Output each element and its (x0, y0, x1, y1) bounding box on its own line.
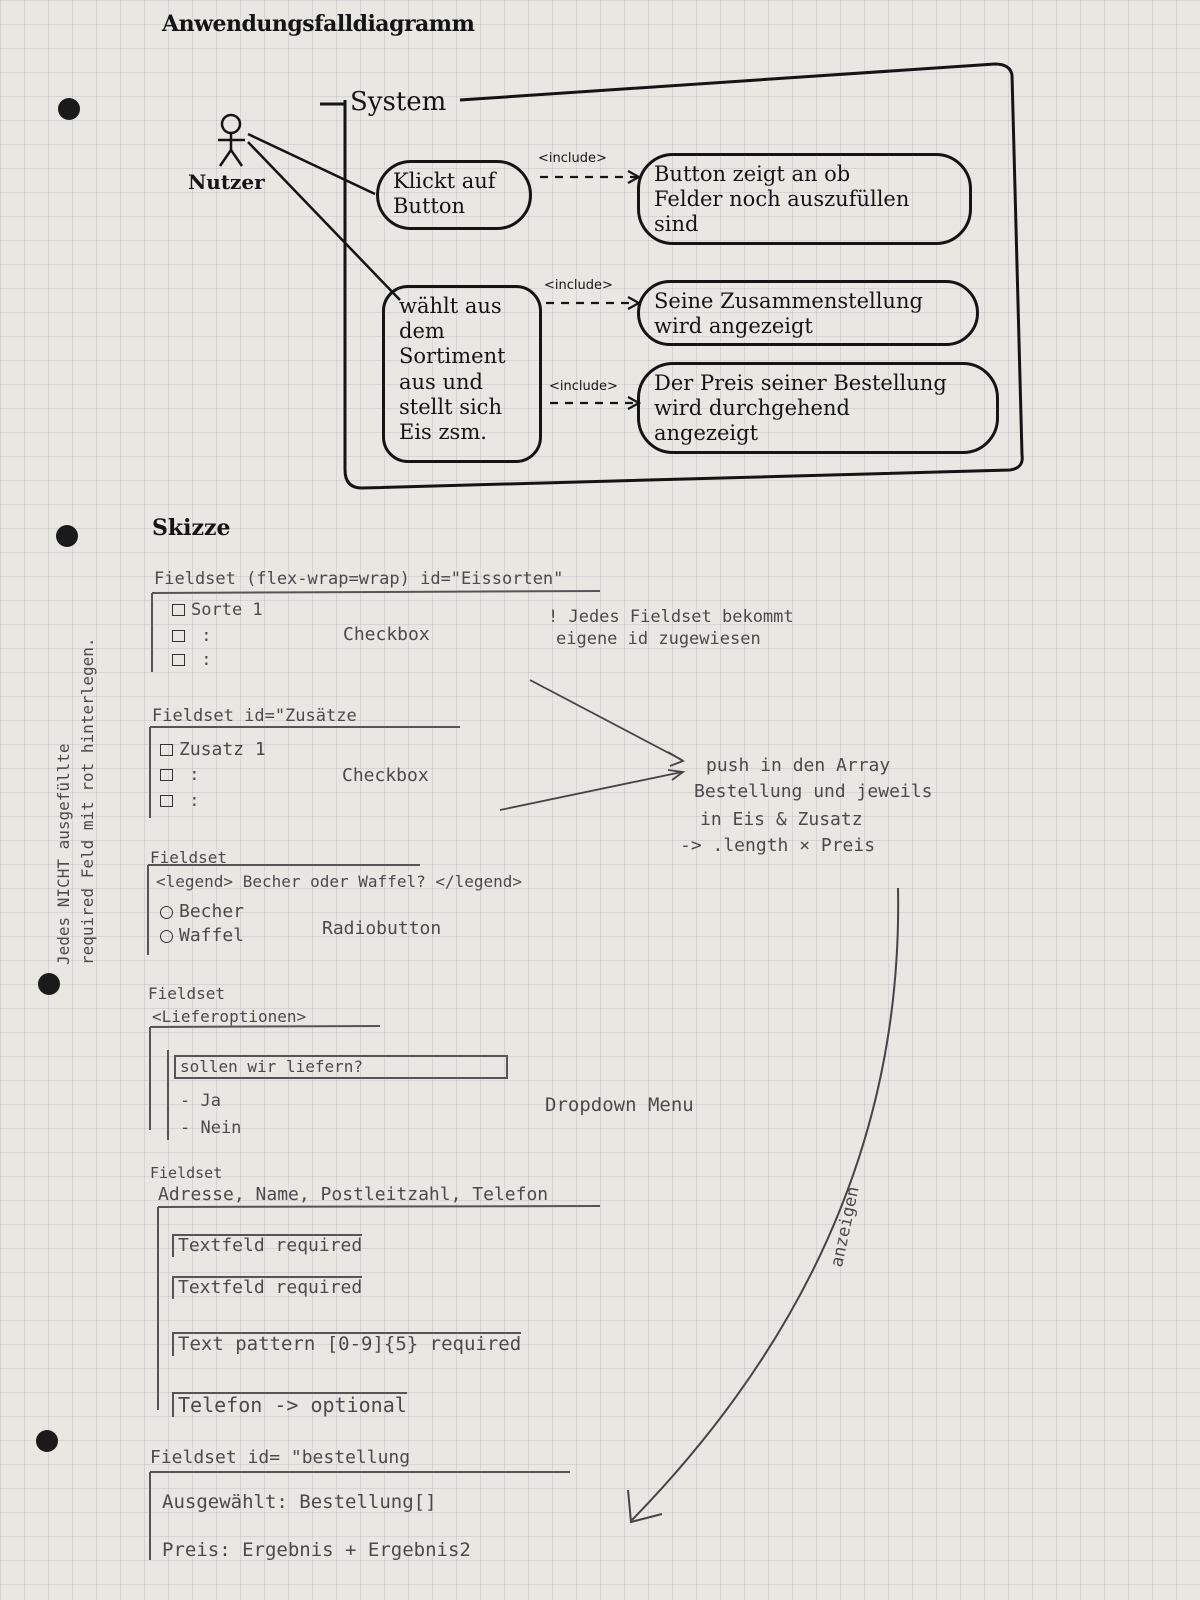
push-note-line2: Bestellung und jeweils (694, 781, 933, 802)
fieldset6-header: Fieldset id= "bestellung (150, 1447, 411, 1468)
included-use-case-button-shows-missing: Button zeigt an ob Felder noch auszufüll… (637, 153, 972, 245)
fieldset1-header: Fieldset (flex-wrap=wrap) id="Eissorten" (154, 569, 564, 589)
page-title: Anwendungsfalldiagramm (162, 11, 475, 37)
fieldset6-selected: Ausgewählt: Bestellung[] (162, 1491, 437, 1513)
push-note-line3: in Eis & Zusatz (700, 809, 863, 830)
fieldset1-item: Sorte 1 (172, 600, 263, 621)
fieldset3-option2-label: Waffel (179, 925, 245, 946)
actor-figure (218, 113, 245, 167)
fieldset1-type: Checkbox (343, 624, 430, 645)
sketch-heading: Skizze (152, 515, 231, 541)
push-note-line4: -> .length × Preis (680, 835, 876, 856)
punch-hole (38, 973, 60, 995)
text-field-1: Textfeld required (172, 1234, 363, 1257)
checkbox-icon (160, 744, 173, 756)
included-use-case-show-price: Der Preis seiner Bestellung wird durchge… (637, 362, 999, 454)
dropdown-box (174, 1055, 508, 1079)
radio-icon (160, 905, 173, 919)
include-label: <include> (544, 278, 613, 293)
punch-hole (36, 1430, 58, 1452)
note-line2: eigene id zugewiesen (556, 629, 761, 649)
fieldset2-item: Zusatz 1 (160, 739, 266, 761)
fieldset2-row: : (160, 765, 200, 786)
ellipsis: : (189, 765, 200, 785)
use-case-click-button: Klickt auf Button (376, 160, 532, 230)
radio-icon (160, 929, 173, 943)
fieldset5-header: Fieldset (150, 1164, 223, 1182)
include-label: <include> (538, 151, 607, 166)
fieldset2-header: Fieldset id="Zusätze (152, 706, 357, 726)
fieldset2-type: Checkbox (342, 765, 429, 786)
fieldset4-type: Dropdown Menu (545, 1094, 694, 1116)
ellipsis: : (189, 791, 200, 811)
use-case-choose-assortment: wählt aus dem Sortiment aus und stellt s… (382, 285, 542, 463)
checkbox-icon (172, 630, 185, 642)
dropdown-option-ja: - Ja (180, 1091, 221, 1111)
fieldset3-legend: <legend> Becher oder Waffel? </legend> (156, 872, 523, 891)
push-note-line1: push in den Array (706, 755, 891, 776)
ellipsis: : (201, 650, 212, 670)
fieldset4-legend: <Lieferoptionen> (152, 1007, 307, 1026)
punch-hole (58, 98, 80, 120)
punch-hole (56, 525, 78, 547)
actor-label: Nutzer (188, 170, 265, 194)
fieldset5-fields-line: Adresse, Name, Postleitzahl, Telefon (158, 1184, 549, 1205)
text-field-2: Textfeld required (172, 1276, 363, 1299)
dropdown-option-nein: - Nein (180, 1118, 242, 1138)
fieldset3-type: Radiobutton (322, 918, 442, 939)
fieldset3-option2: Waffel (160, 925, 245, 947)
fieldset4-header: Fieldset (148, 984, 226, 1003)
text-field-telefon: Telefon -> optional (172, 1392, 407, 1417)
margin-note-line2: required Feld mit rot hinterlegen. (78, 637, 97, 965)
fieldset2-row: : (160, 791, 200, 812)
fieldset3-header: Fieldset (150, 848, 228, 867)
fieldset1-item-label: Sorte 1 (191, 600, 263, 620)
checkbox-icon (172, 654, 185, 666)
note-line1: ! Jedes Fieldset bekommt (548, 607, 794, 627)
fieldset2-item-label: Zusatz 1 (179, 739, 266, 760)
system-label: System (350, 87, 447, 117)
fieldset3-option1: Becher (160, 901, 245, 923)
checkbox-icon (160, 795, 173, 807)
checkbox-icon (172, 604, 185, 616)
include-label: <include> (549, 379, 618, 394)
fieldset6-price: Preis: Ergebnis + Ergebnis2 (162, 1539, 471, 1561)
checkbox-icon (160, 769, 173, 781)
fieldset3-option1-label: Becher (179, 901, 245, 922)
dropdown-select-text: sollen wir liefern? (180, 1057, 364, 1076)
fieldset1-row: : (172, 626, 212, 647)
included-use-case-show-composition: Seine Zusammenstellung wird angezeigt (637, 280, 979, 346)
text-field-plz: Text pattern [0-9]{5} required (172, 1332, 522, 1356)
ellipsis: : (201, 626, 212, 646)
margin-note-line1: Jedes NICHT ausgefüllte (54, 743, 73, 965)
fieldset1-row: : (172, 650, 212, 671)
margin-note: Jedes NICHT ausgefüllte required Feld mi… (52, 637, 100, 965)
